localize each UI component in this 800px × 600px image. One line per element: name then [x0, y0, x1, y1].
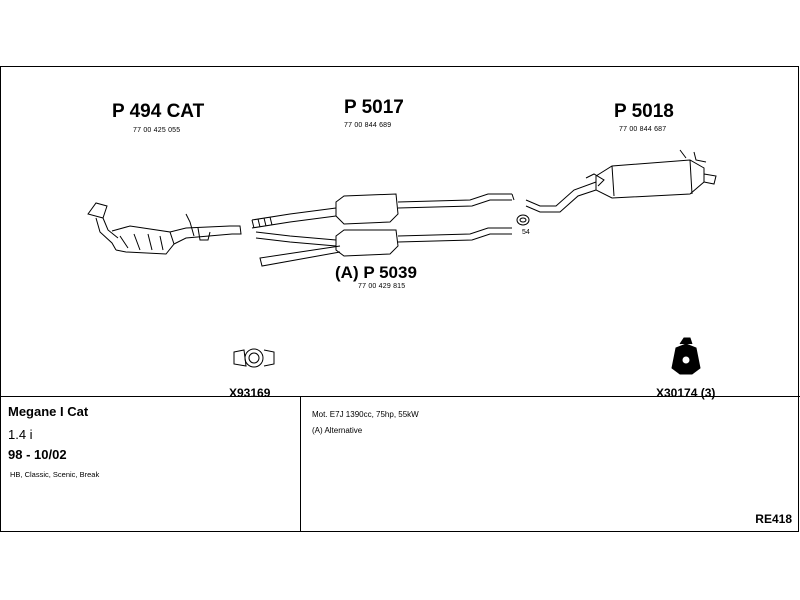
alternative-note: (A) Alternative — [312, 426, 363, 435]
catalytic-converter-drawing — [87, 202, 242, 255]
vehicle-model: Megane I Cat — [8, 404, 89, 419]
vehicle-engine: 1.4 i — [8, 427, 33, 442]
oem-number-alternative: 77 00 429 815 — [358, 283, 406, 290]
vehicle-years: 98 - 10/02 — [8, 447, 67, 462]
oem-number-cat: 77 00 425 055 — [133, 127, 181, 134]
part-number-middle: P 5017 — [344, 97, 404, 118]
part-number-alternative: (A) P 5039 — [335, 263, 417, 282]
engine-spec-note: Mot. E7J 1390cc, 75hp, 55kW — [312, 410, 419, 419]
vehicle-bodies: HB, Classic, Scenic, Break — [10, 470, 100, 479]
oem-number-middle: 77 00 844 689 — [344, 122, 392, 129]
alternative-silencer-drawing — [255, 227, 512, 267]
rubber-mount-icon — [671, 337, 701, 375]
gasket-drawing — [516, 214, 530, 226]
info-column-divider — [300, 396, 301, 532]
rear-silencer-drawing — [525, 149, 717, 213]
part-number-rear: P 5018 — [614, 101, 674, 122]
oem-number-rear: 77 00 844 687 — [619, 126, 667, 133]
clamp-icon — [233, 348, 275, 368]
accessory-label-mount: X30174 (3) — [656, 386, 716, 400]
part-number-cat: P 494 CAT — [112, 101, 205, 122]
diagram-frame — [0, 66, 799, 532]
diagram-code: RE418 — [755, 512, 792, 526]
info-divider — [0, 396, 800, 397]
accessory-label-clamp: X93169 — [229, 386, 271, 400]
gasket-label: 54 — [522, 229, 530, 236]
middle-silencer-drawing — [251, 193, 515, 229]
